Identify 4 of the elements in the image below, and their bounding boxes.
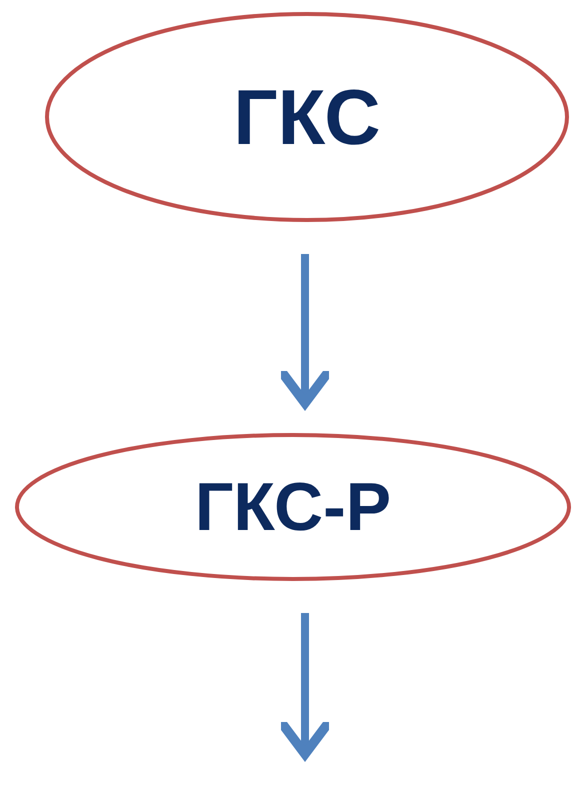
ellipse-node	[45, 12, 569, 222]
node-label: ГКС-Р	[194, 468, 392, 546]
ellipse-node	[15, 433, 571, 581]
node-label: ГКС	[233, 72, 381, 162]
